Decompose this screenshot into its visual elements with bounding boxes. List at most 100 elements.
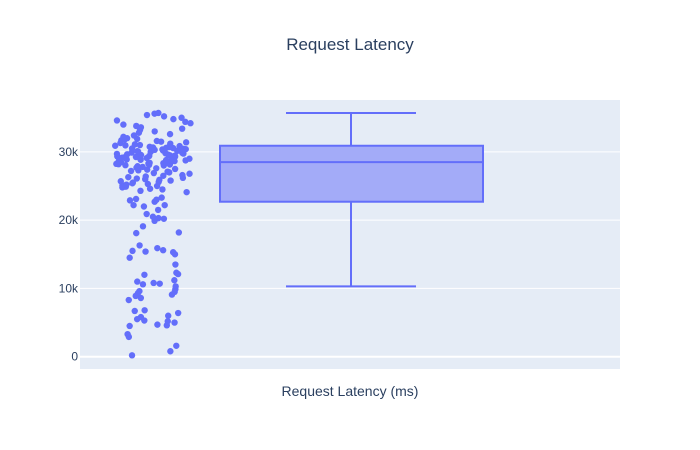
data-point bbox=[134, 148, 141, 155]
data-point bbox=[165, 312, 172, 319]
data-point bbox=[136, 242, 143, 249]
data-point bbox=[140, 203, 148, 210]
data-point bbox=[146, 159, 153, 167]
data-point bbox=[132, 153, 140, 161]
data-point bbox=[158, 194, 165, 201]
data-point bbox=[142, 173, 149, 180]
data-point bbox=[134, 278, 141, 285]
data-point bbox=[173, 269, 180, 276]
data-point bbox=[179, 171, 186, 179]
data-point bbox=[125, 173, 132, 181]
data-point bbox=[167, 348, 174, 355]
data-point bbox=[122, 142, 129, 149]
chart-title: Request Latency bbox=[286, 35, 414, 54]
data-point bbox=[153, 137, 161, 145]
data-point bbox=[150, 169, 158, 177]
data-point bbox=[164, 168, 171, 175]
data-point bbox=[126, 197, 134, 204]
data-point bbox=[183, 188, 190, 196]
data-point bbox=[146, 185, 154, 192]
data-point bbox=[127, 167, 135, 175]
data-point bbox=[171, 319, 178, 326]
data-point bbox=[139, 223, 147, 230]
data-point bbox=[141, 307, 148, 314]
data-point bbox=[120, 133, 127, 141]
data-point bbox=[167, 177, 174, 184]
data-point bbox=[187, 120, 194, 127]
data-point bbox=[131, 307, 138, 315]
data-point bbox=[155, 109, 162, 117]
data-point bbox=[167, 140, 174, 147]
data-point bbox=[130, 132, 138, 139]
data-point bbox=[117, 178, 125, 185]
data-point bbox=[173, 342, 180, 349]
data-point bbox=[153, 196, 160, 203]
data-point bbox=[154, 244, 161, 252]
box-iqr bbox=[219, 144, 484, 203]
data-point bbox=[160, 172, 167, 179]
data-point bbox=[128, 352, 136, 359]
data-point bbox=[149, 213, 157, 220]
data-point bbox=[153, 165, 160, 172]
data-point bbox=[178, 114, 185, 121]
data-point bbox=[130, 201, 137, 209]
data-point bbox=[164, 318, 171, 325]
data-point bbox=[137, 294, 145, 302]
data-point bbox=[137, 187, 144, 195]
data-point bbox=[120, 121, 127, 128]
data-point bbox=[156, 176, 163, 184]
data-point bbox=[155, 214, 162, 222]
data-point bbox=[171, 152, 179, 159]
data-point bbox=[124, 330, 131, 338]
data-point bbox=[186, 155, 193, 162]
data-point bbox=[143, 111, 151, 119]
data-point bbox=[160, 215, 168, 222]
y-tick-label: 30k bbox=[59, 145, 79, 159]
data-point bbox=[133, 122, 140, 130]
data-point bbox=[174, 309, 182, 317]
data-point bbox=[132, 195, 140, 203]
data-point bbox=[113, 117, 121, 124]
data-point bbox=[154, 321, 161, 328]
data-point bbox=[125, 296, 132, 304]
data-point bbox=[129, 247, 136, 255]
data-point bbox=[143, 210, 150, 218]
data-point bbox=[133, 175, 140, 182]
data-point bbox=[159, 186, 166, 193]
data-point bbox=[182, 118, 189, 126]
data-point bbox=[111, 142, 119, 149]
data-point bbox=[169, 249, 177, 256]
data-point bbox=[186, 170, 193, 177]
data-point bbox=[134, 163, 141, 170]
data-point bbox=[175, 229, 183, 236]
data-point bbox=[133, 229, 140, 237]
data-point bbox=[162, 156, 170, 164]
data-point bbox=[171, 277, 178, 284]
data-point bbox=[144, 180, 152, 188]
data-point bbox=[176, 142, 183, 150]
x-axis-label: Request Latency (ms) bbox=[282, 383, 419, 399]
y-tick-label: 10k bbox=[59, 281, 79, 295]
data-point bbox=[154, 206, 162, 214]
y-tick-label: 0 bbox=[71, 350, 78, 364]
data-point bbox=[161, 201, 168, 209]
data-point bbox=[150, 279, 157, 287]
data-point bbox=[123, 181, 130, 188]
data-point bbox=[156, 280, 163, 287]
data-point bbox=[178, 125, 186, 132]
data-point bbox=[141, 271, 148, 278]
data-point bbox=[172, 283, 179, 290]
data-point bbox=[137, 313, 145, 321]
data-point bbox=[170, 115, 177, 123]
data-point bbox=[113, 150, 121, 158]
data-point bbox=[136, 287, 143, 295]
data-point bbox=[131, 141, 139, 148]
y-tick-label: 20k bbox=[59, 213, 79, 227]
data-point bbox=[166, 130, 174, 138]
data-point bbox=[160, 113, 168, 120]
data-point bbox=[142, 248, 149, 255]
data-point bbox=[171, 165, 179, 173]
data-point bbox=[182, 139, 190, 146]
